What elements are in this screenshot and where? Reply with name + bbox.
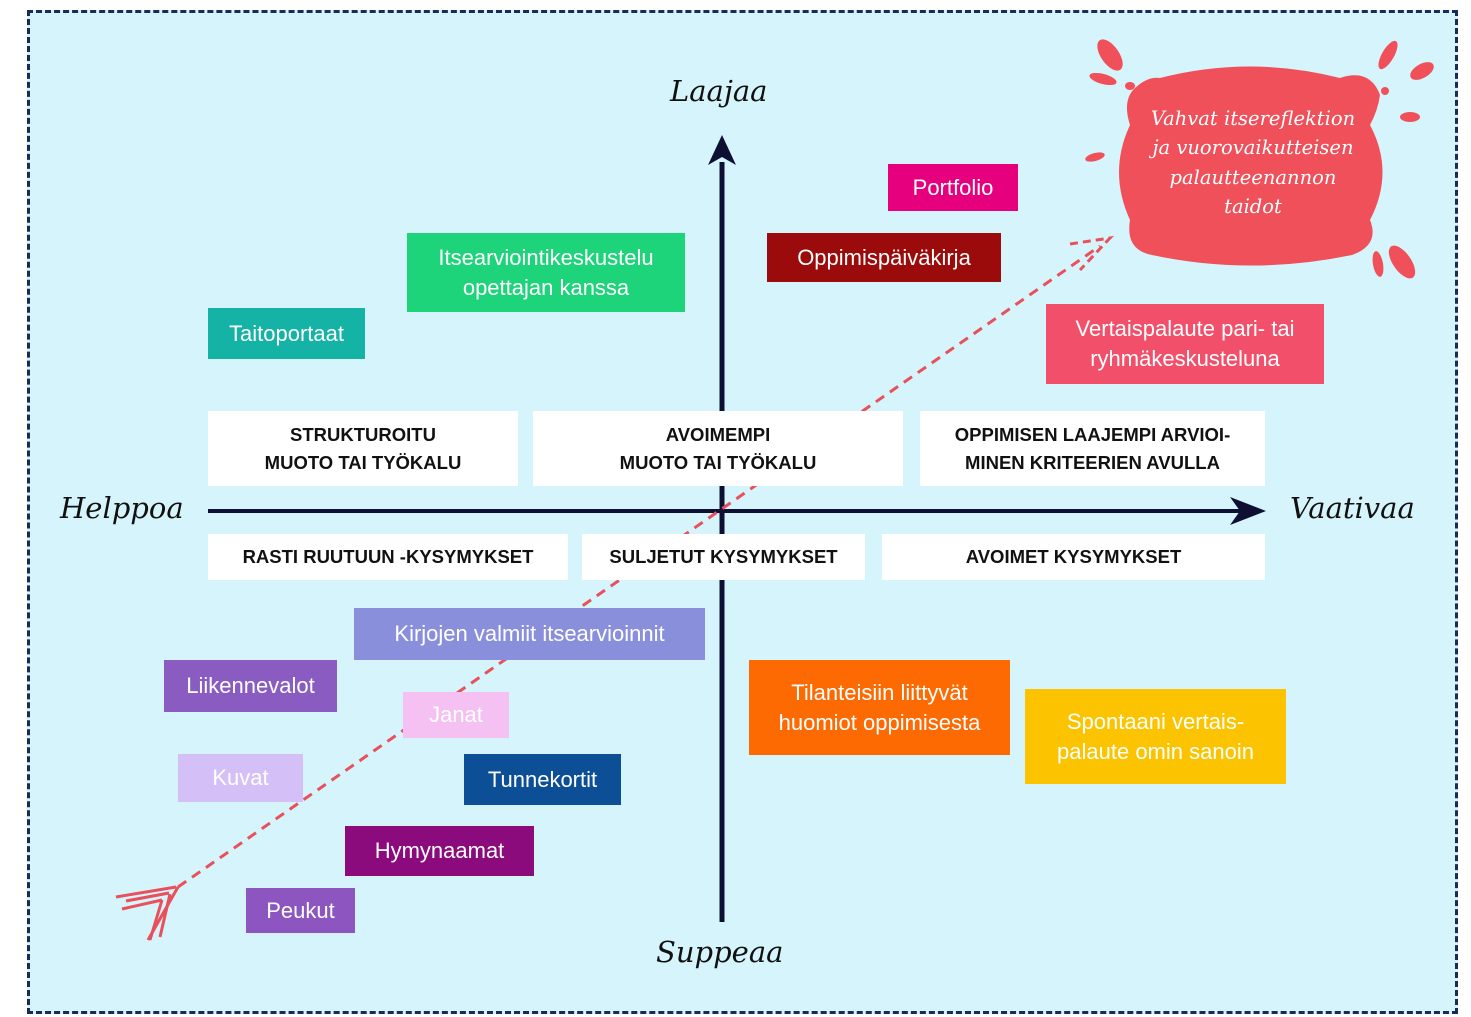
horizontal-axis-arrowhead <box>1230 497 1266 525</box>
category-checkbox-questions: RASTI RUUTUUN -KYSYMYKSET <box>208 534 568 580</box>
item-oppimispaivakirja: Oppimispäiväkirja <box>767 233 1001 282</box>
category-criteria: OPPIMISEN LAAJEMPI ARVIOI- MINEN KRITEER… <box>920 411 1265 486</box>
category-closed-questions: SULJETUT KYSYMYKSET <box>582 534 865 580</box>
axis-label-bottom: Suppeaa <box>656 935 784 969</box>
category-open-questions: AVOIMET KYSYMYKSET <box>882 534 1265 580</box>
item-spontaani: Spontaani vertais- palaute omin sanoin <box>1025 689 1286 784</box>
item-tunnekortit: Tunnekortit <box>464 754 621 805</box>
item-kuvat: Kuvat <box>178 754 303 802</box>
item-liikennevalot: Liikennevalot <box>164 660 337 712</box>
progress-arrow-fletching <box>115 885 180 941</box>
goal-text: Vahvat itsereflektion ja vuorovaikutteis… <box>1150 107 1356 218</box>
axis-label-top: Laajaa <box>670 74 768 108</box>
item-kirjojen-itsearvioinnit: Kirjojen valmiit itsearvioinnit <box>354 608 705 660</box>
item-taitoportaat: Taitoportaat <box>208 308 365 359</box>
item-peukut: Peukut <box>246 888 355 933</box>
item-vertaispalaute: Vertaispalaute pari- tai ryhmäkeskustelu… <box>1046 304 1324 384</box>
item-itsearviointikeskustelu: Itsearviointikeskustelu opettajan kanssa <box>407 233 685 312</box>
category-open-form: AVOIMEMPI MUOTO TAI TYÖKALU <box>533 411 903 486</box>
vertical-axis-arrowhead <box>708 135 736 165</box>
item-portfolio: Portfolio <box>888 164 1018 211</box>
axis-label-right: Vaativaa <box>1290 491 1415 525</box>
item-hymynaamat: Hymynaamat <box>345 826 534 876</box>
progress-arrow-head <box>1069 235 1115 272</box>
goal-blob <box>1085 39 1434 279</box>
item-janat: Janat <box>403 692 509 738</box>
category-structured: STRUKTUROITU MUOTO TAI TYÖKALU <box>208 411 518 486</box>
axis-label-left: Helppoa <box>60 491 184 525</box>
item-tilanteisiin: Tilanteisiin liittyvät huomiot oppimises… <box>749 660 1010 755</box>
